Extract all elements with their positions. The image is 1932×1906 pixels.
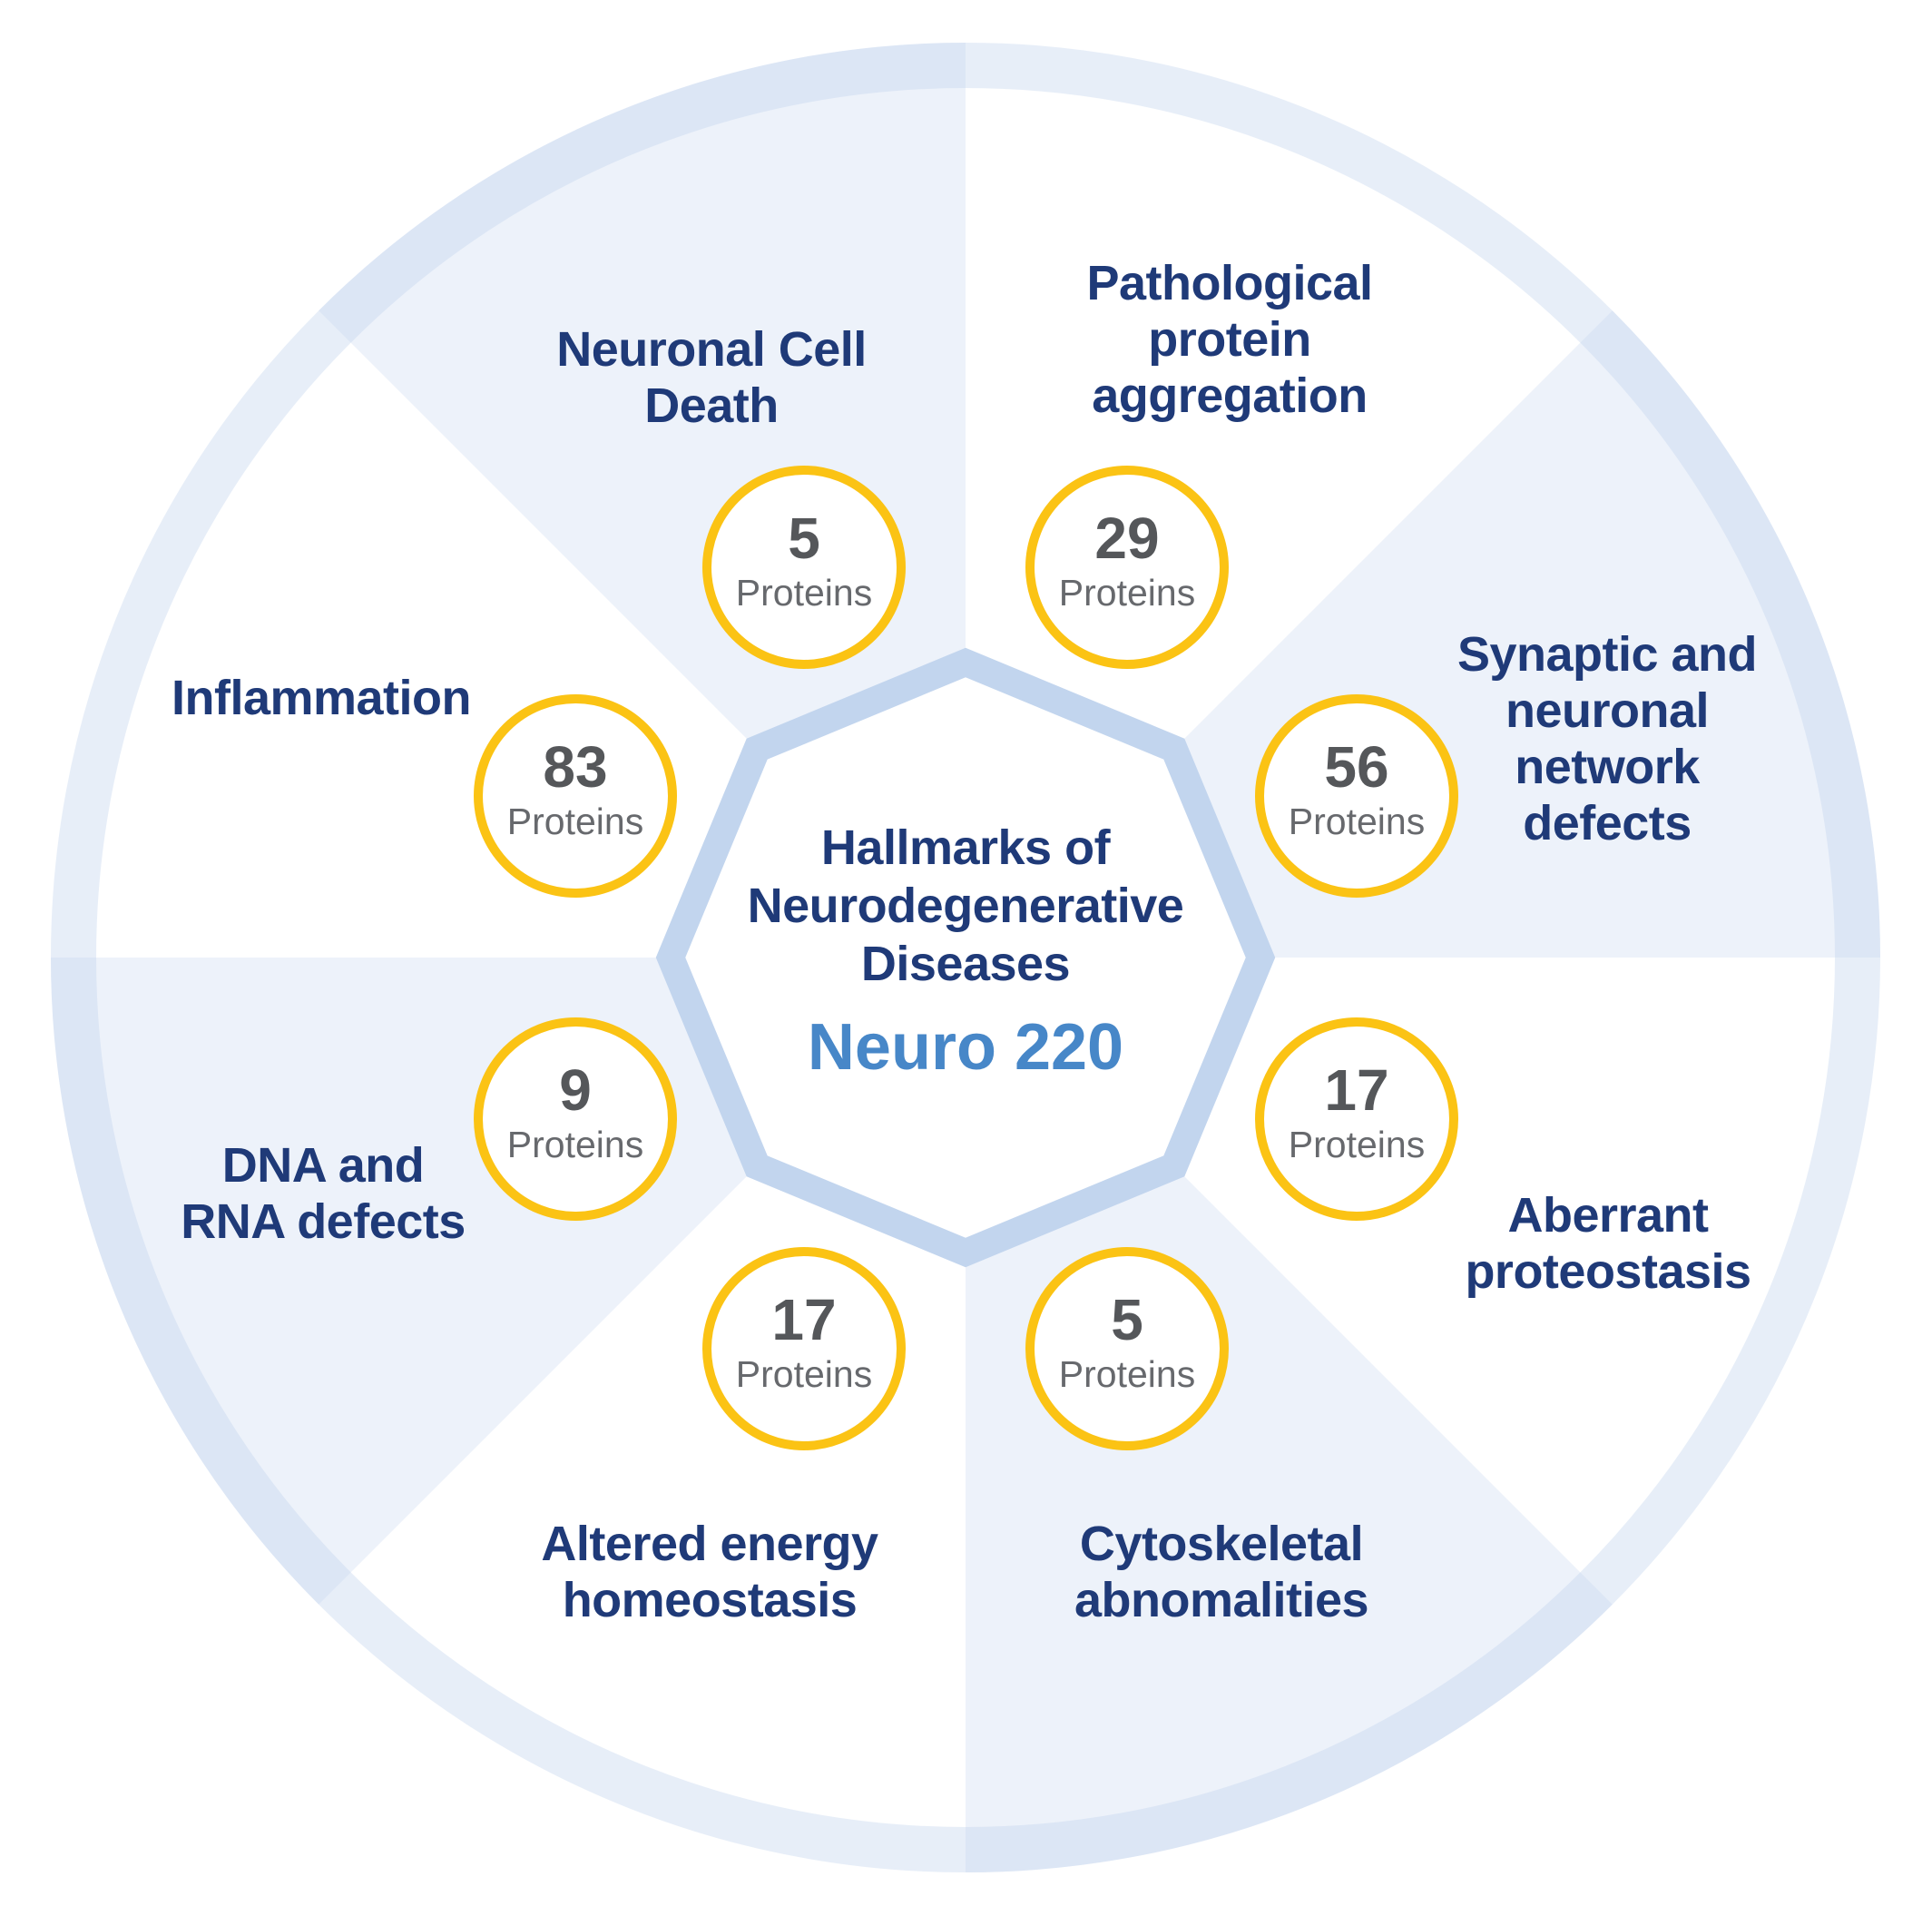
center-subtitle: Neuro 220 <box>808 1011 1123 1084</box>
protein-count-value: 29 <box>1094 506 1159 571</box>
protein-count-unit: Proteins <box>507 801 643 842</box>
protein-count-value: 5 <box>1111 1287 1143 1352</box>
hallmark-pathological-protein-aggregation: Pathological protein aggregation 29 Prot… <box>1025 256 1373 669</box>
hallmark-label-line: Synaptic and <box>1457 627 1757 682</box>
protein-count-badge <box>474 694 677 898</box>
hallmark-label-line: proteostasis <box>1465 1244 1751 1299</box>
hallmark-inflammation: Inflammation 83 Proteins <box>172 671 677 898</box>
protein-count-value: 9 <box>559 1057 592 1123</box>
outer-ring-band <box>51 43 1880 1872</box>
protein-count-value: 17 <box>1324 1057 1388 1123</box>
hallmark-label-line: Pathological <box>1086 256 1372 310</box>
hallmark-label-line: Aberrant <box>1507 1188 1709 1243</box>
hallmark-altered-energy-homeostasis: Altered energy homeostasis 17 Proteins <box>541 1247 906 1627</box>
hallmark-aberrant-proteostasis: Aberrant proteostasis 17 Proteins <box>1255 1017 1751 1299</box>
center-octagon <box>655 647 1276 1268</box>
hallmark-label-line: Death <box>644 378 779 433</box>
protein-count-value: 5 <box>788 506 820 571</box>
hallmark-label-line: Neuronal Cell <box>556 322 867 377</box>
protein-count-unit: Proteins <box>507 1124 643 1165</box>
protein-count-badge <box>1255 694 1458 898</box>
protein-count-badge <box>702 466 906 669</box>
center-text-group: Hallmarks of Neurodegenerative Diseases … <box>748 820 1184 1084</box>
hallmark-label-line: Cytoskeletal <box>1080 1517 1363 1571</box>
hallmark-neuronal-cell-death: Neuronal Cell Death 5 Proteins <box>556 322 906 669</box>
protein-count-badge <box>1025 1247 1229 1450</box>
protein-count-badge <box>702 1247 906 1450</box>
center-title-line: Neurodegenerative <box>748 879 1184 933</box>
hallmark-label-line: abnomalities <box>1074 1573 1368 1627</box>
hallmark-label-line: aggregation <box>1092 368 1368 423</box>
protein-count-badge <box>1025 466 1229 669</box>
center-title-line: Diseases <box>861 937 1070 991</box>
hallmark-label-line: defects <box>1523 796 1692 850</box>
center-title-line: Hallmarks of <box>821 820 1112 875</box>
hallmark-label-line: protein <box>1148 312 1311 367</box>
hallmark-synaptic-neuronal-network-defects: Synaptic and neuronal network defects 56… <box>1255 627 1758 898</box>
protein-count-unit: Proteins <box>736 1353 872 1395</box>
hallmark-label-line: Inflammation <box>172 671 471 725</box>
hallmark-dna-rna-defects: DNA and RNA defects 9 Proteins <box>181 1017 677 1249</box>
protein-count-value: 83 <box>543 734 607 800</box>
protein-count-badge <box>474 1017 677 1221</box>
hallmark-cytoskeletal-abnomalities: Cytoskeletal abnomalities 5 Proteins <box>1025 1247 1369 1627</box>
protein-count-unit: Proteins <box>1059 572 1195 614</box>
protein-count-unit: Proteins <box>736 572 872 614</box>
hallmark-label-line: DNA and <box>222 1138 425 1193</box>
hallmark-label-line: Altered energy <box>541 1517 878 1571</box>
hallmark-label-line: neuronal <box>1505 683 1709 738</box>
hallmark-label-line: homeostasis <box>563 1573 858 1627</box>
protein-count-unit: Proteins <box>1059 1353 1195 1395</box>
hallmark-label-line: network <box>1515 740 1701 794</box>
protein-count-badge <box>1255 1017 1458 1221</box>
protein-count-unit: Proteins <box>1289 1124 1425 1165</box>
protein-count-unit: Proteins <box>1289 801 1425 842</box>
hallmark-label-line: RNA defects <box>181 1194 466 1249</box>
protein-count-value: 17 <box>771 1287 836 1352</box>
protein-count-value: 56 <box>1324 734 1388 800</box>
